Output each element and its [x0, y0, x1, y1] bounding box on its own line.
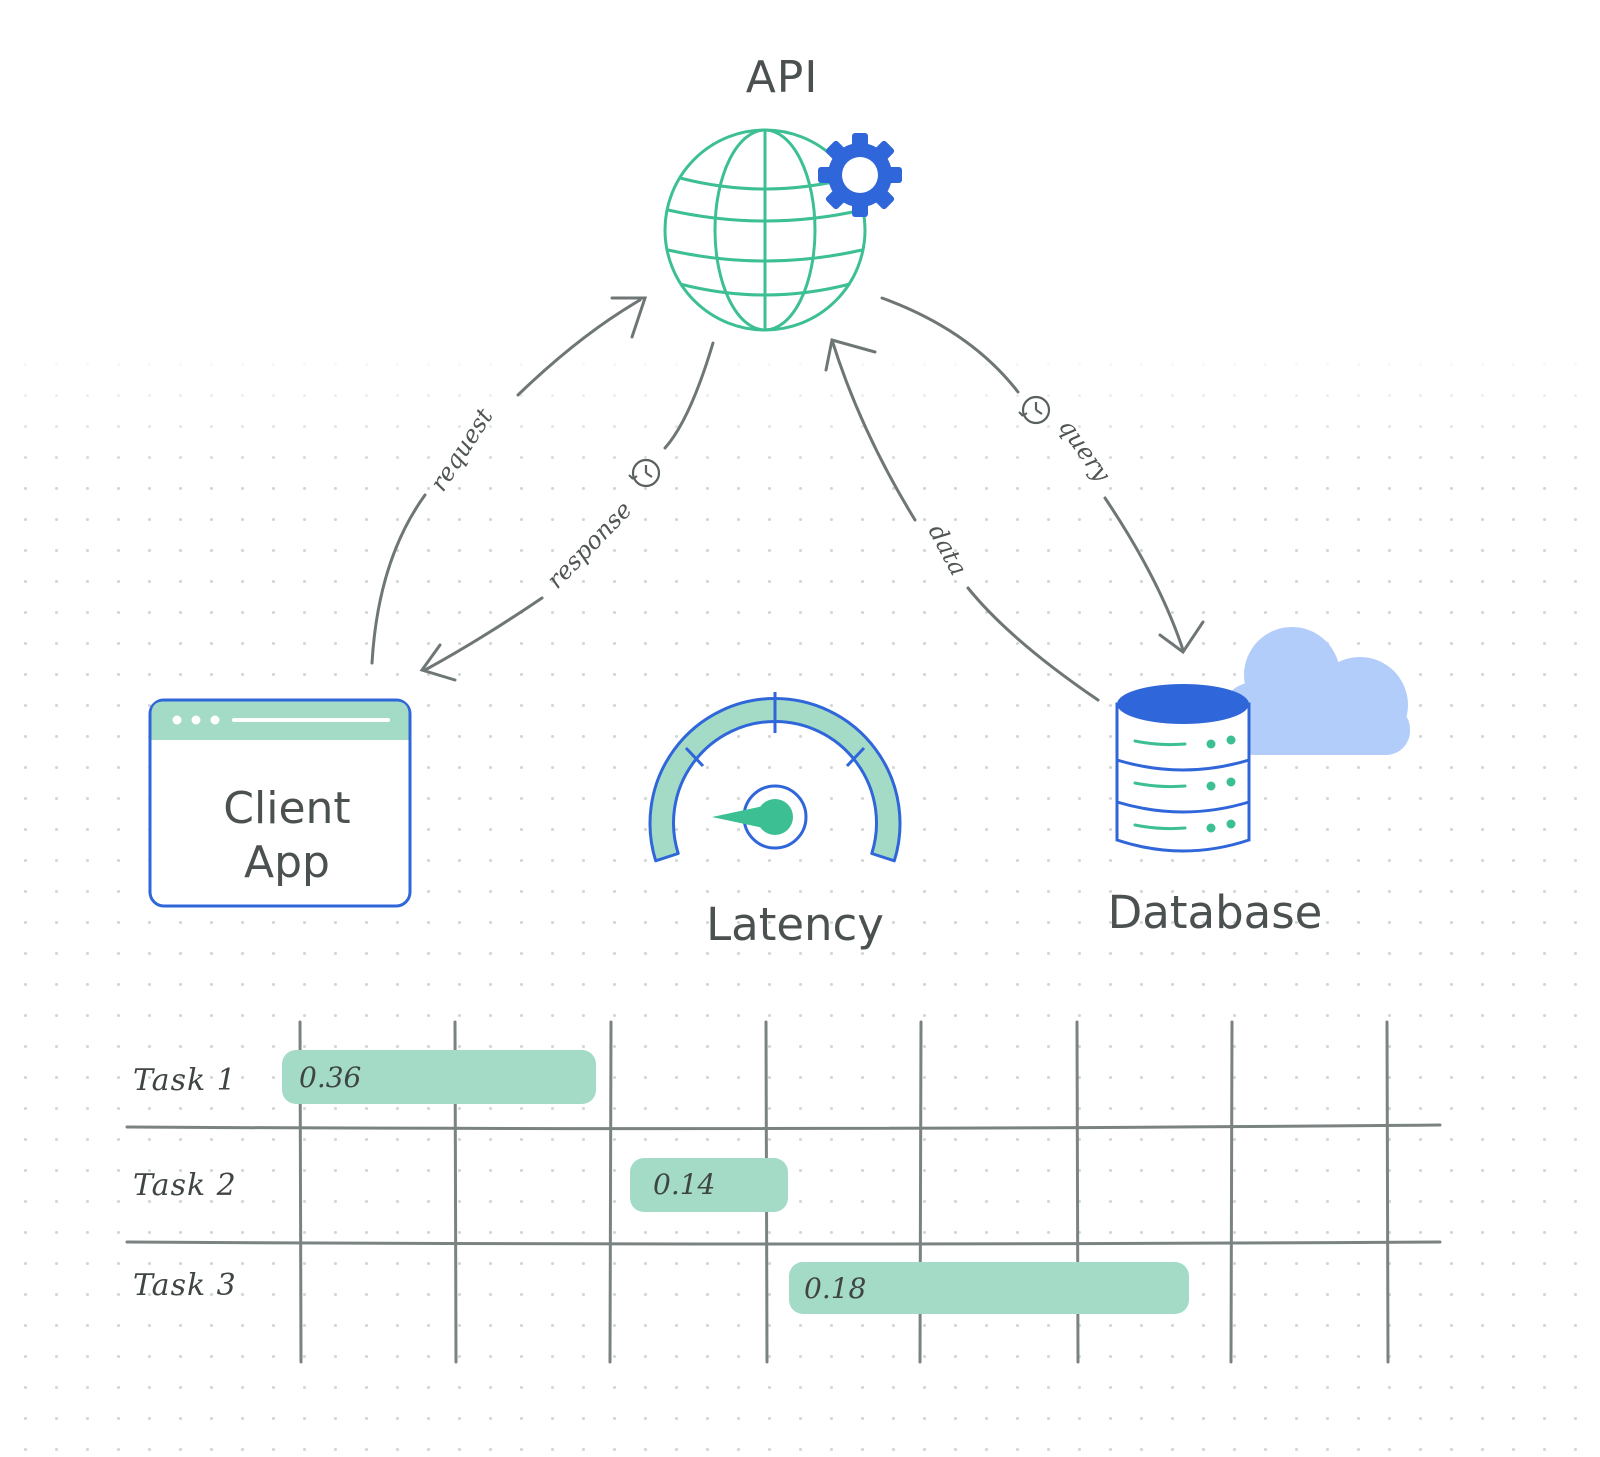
task-label-1: Task 1	[133, 1063, 237, 1098]
task-label-2: Task 2	[133, 1168, 237, 1203]
task-bar-3	[789, 1262, 1189, 1314]
api-label: API	[745, 52, 819, 103]
edge-request	[370, 296, 648, 665]
client-app-label: Client App	[153, 782, 421, 890]
gauge-icon	[648, 692, 902, 863]
globe-icon	[663, 128, 867, 332]
edge-data	[824, 338, 1100, 702]
edge-query	[880, 296, 1205, 655]
task-bar-1	[282, 1050, 596, 1104]
task-bar-value-3: 0.18	[804, 1272, 866, 1305]
latency-label: Latency	[706, 898, 884, 951]
database-icon	[1115, 684, 1251, 853]
task-bar-value-2: 0.14	[653, 1168, 715, 1201]
grid-line-horizontal	[125, 1123, 1442, 1131]
background-fade	[0, 0, 1600, 480]
grid-line-horizontal	[125, 1240, 1442, 1246]
client-app-label-line2: App	[244, 837, 330, 888]
edge-label-request: request	[425, 403, 499, 496]
browser-window-icon	[148, 698, 412, 908]
gear-icon	[818, 133, 902, 217]
grid-line-vertical	[1229, 1020, 1234, 1364]
edge-label-response: response	[541, 496, 637, 594]
clock-icon	[1017, 395, 1051, 425]
gantt-bars: 0.36 0.14 0.18	[282, 1050, 1189, 1314]
edge-response	[419, 341, 715, 682]
edge-label-query: query	[1053, 413, 1116, 487]
clock-icon	[627, 458, 661, 488]
grid-line-vertical	[1385, 1020, 1390, 1364]
cloud-icon	[1219, 627, 1410, 755]
database-label: Database	[1107, 886, 1323, 939]
task-bar-2	[630, 1158, 788, 1212]
grid-line-vertical	[608, 1020, 613, 1364]
task-bar-value-1: 0.36	[299, 1061, 361, 1094]
task-label-3: Task 3	[133, 1268, 237, 1303]
client-app-label-line1: Client	[223, 783, 351, 834]
edge-label-data: data	[923, 520, 973, 580]
